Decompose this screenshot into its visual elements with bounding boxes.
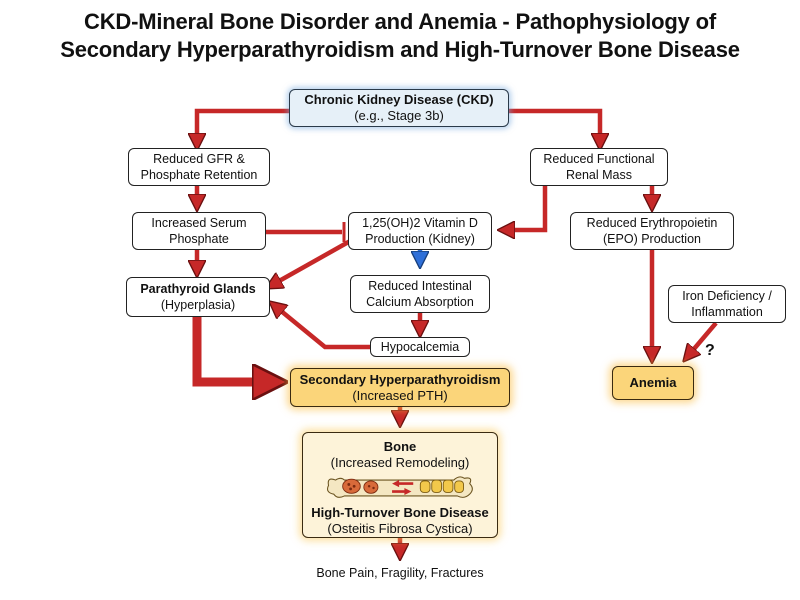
arrow-ckd-to-gfr [197,108,290,143]
node-anemia: Anemia [612,366,694,400]
diagram-title-line-1: CKD-Mineral Bone Disorder and Anemia - P… [84,9,716,34]
arrow-ckd-to-renal-mass [508,108,600,143]
node-anemia-label: Anemia [629,375,677,390]
node-bone-disease-title: High-Turnover Bone Disease [311,505,489,520]
node-calcium-absorption-line1: Reduced Intestinal [368,279,472,293]
arrow-hypocalcemia-to-parathyroid [275,306,370,350]
node-calcium-absorption: Reduced Intestinal Calcium Absorption [350,275,490,313]
node-parathyroid-title: Parathyroid Glands [140,282,256,296]
node-serum-phosphate: Increased Serum Phosphate [132,212,266,250]
node-parathyroid-subtitle: (Hyperplasia) [160,298,236,312]
arrow-parathyroid-to-shpt [192,317,272,382]
node-iron-deficiency-line2: Inflammation [691,305,763,319]
outcome-label: Bone Pain, Fragility, Fractures [316,566,484,580]
node-hypocalcemia-label: Hypocalcemia [380,340,460,354]
node-ckd: Chronic Kidney Disease (CKD) (e.g., Stag… [289,89,509,127]
node-bone: Bone (Increased Remodeling) High-Turnove… [302,432,498,538]
node-bone-title: Bone [383,439,417,454]
node-bone-disease-subtitle: (Osteitis Fibrosa Cystica) [327,521,473,536]
question-mark-label: ? [705,342,715,359]
arrow-renal-mass-to-vitd [505,186,548,230]
node-calcium-absorption-line2: Calcium Absorption [366,295,474,309]
node-iron-deficiency-line1: Iron Deficiency / [682,289,772,303]
arrow-vitd-to-parathyroid [272,238,354,285]
node-ckd-title: Chronic Kidney Disease (CKD) [304,92,494,107]
node-reduced-gfr-line2: Phosphate Retention [140,168,258,182]
node-reduced-gfr-line1: Reduced GFR & [153,152,245,166]
node-secondary-hyperparathyroidism: Secondary Hyperparathyroidism (Increased… [290,368,510,407]
node-bone-subtitle: (Increased Remodeling) [330,455,470,470]
arrow-iron-to-anemia [688,321,718,356]
node-serum-phosphate-line2: Phosphate [169,232,229,246]
node-hypocalcemia: Hypocalcemia [370,337,470,357]
node-epo-line2: (EPO) Production [603,232,701,246]
node-renal-mass: Reduced Functional Renal Mass [530,148,668,186]
node-parathyroid: Parathyroid Glands (Hyperplasia) [126,277,270,317]
node-ckd-subtitle: (e.g., Stage 3b) [354,108,444,123]
node-shpt-title: Secondary Hyperparathyroidism [299,371,501,387]
bone-remodeling-illustration [327,476,473,498]
node-epo: Reduced Erythropoietin (EPO) Production [570,212,734,250]
node-serum-phosphate-line1: Increased Serum [151,216,247,230]
node-vitamin-d-line2: Production (Kidney) [365,232,475,246]
node-renal-mass-line1: Reduced Functional [543,152,655,166]
node-renal-mass-line2: Renal Mass [566,168,632,182]
node-reduced-gfr: Reduced GFR & Phosphate Retention [128,148,270,186]
node-epo-line1: Reduced Erythropoietin [586,216,718,230]
diagram-title-line-2: Secondary Hyperparathyroidism and High-T… [60,37,740,62]
node-shpt-subtitle: (Increased PTH) [352,387,448,403]
node-vitamin-d-line1: 1,25(OH)2 Vitamin D [362,216,478,230]
node-vitamin-d: 1,25(OH)2 Vitamin D Production (Kidney) [348,212,492,250]
node-iron-deficiency: Iron Deficiency / Inflammation [668,285,786,323]
